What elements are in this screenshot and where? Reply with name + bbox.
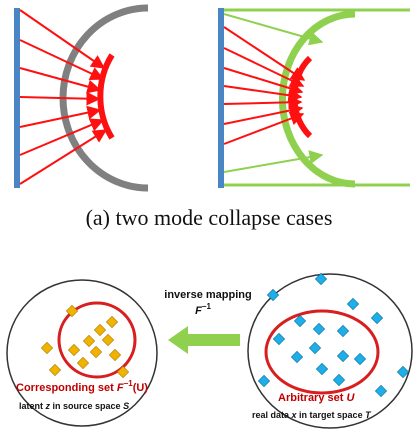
- yellow-diamond: [116, 365, 130, 379]
- source-space-label: latent z in source space S: [19, 401, 129, 411]
- cyan-diamond: [314, 272, 328, 286]
- cyan-diamond: [312, 322, 326, 336]
- yellow-diamond: [65, 304, 79, 318]
- top-right-panel: [218, 8, 410, 188]
- source-bar-right: [218, 8, 224, 188]
- target-space-boundary: [247, 273, 413, 429]
- top-left-panel: [14, 4, 149, 192]
- cyan-diamond: [396, 365, 410, 379]
- cyan-diamond: [290, 350, 304, 364]
- yellow-diamond: [93, 323, 107, 337]
- cyan-diamond: [374, 384, 388, 398]
- target-space-label: real data x in target space T: [252, 410, 372, 420]
- cyan-diamond: [272, 332, 286, 346]
- cyan-diamond: [308, 341, 322, 355]
- yellow-diamond: [89, 345, 103, 359]
- inverse-mapping-label: inverse mapping: [164, 289, 251, 301]
- cyan-diamonds: [257, 272, 410, 398]
- source-space: Corresponding set F−1(U) latent z in sou…: [6, 279, 158, 427]
- cyan-diamond: [315, 362, 329, 376]
- inverse-mapping-symbol: F−1: [195, 302, 211, 317]
- yellow-diamond: [101, 333, 115, 347]
- yellow-diamond: [108, 348, 122, 362]
- cyan-diamond: [332, 373, 346, 387]
- yellow-diamonds: [40, 304, 130, 379]
- yellow-diamond: [48, 363, 62, 377]
- cyan-diamond: [370, 311, 384, 325]
- yellow-diamond: [67, 343, 81, 357]
- source-space-boundary: [6, 279, 158, 427]
- target-space: Arbitrary set U real data x in target sp…: [247, 272, 413, 429]
- yellow-diamond: [82, 334, 96, 348]
- cyan-diamond: [336, 324, 350, 338]
- cyan-diamond: [266, 288, 280, 302]
- inverse-mapping-arrow: [168, 326, 240, 354]
- source-bar-left: [14, 8, 20, 188]
- corresponding-set-label: Corresponding set F−1(U): [16, 379, 148, 394]
- cyan-diamond: [336, 349, 350, 363]
- yellow-diamond: [40, 341, 54, 355]
- inverse-mapping: inverse mapping F−1: [164, 289, 252, 354]
- cyan-diamond: [293, 314, 307, 328]
- cyan-diamond: [257, 374, 271, 388]
- green-semicircle-right: [279, 10, 356, 188]
- corresponding-set-ellipse: [57, 301, 137, 379]
- cyan-diamond: [346, 297, 360, 311]
- figure-caption: (a) two mode collapse cases: [85, 205, 333, 230]
- green-arrows-right: [223, 13, 324, 173]
- red-arrows-right: [223, 26, 306, 145]
- yellow-diamond: [105, 315, 119, 329]
- arbitrary-set-label: Arbitrary set U: [278, 392, 355, 404]
- arbitrary-set-ellipse: [264, 309, 380, 395]
- red-arrows-left: [19, 9, 108, 185]
- cyan-diamond: [353, 352, 367, 366]
- yellow-diamond: [76, 356, 90, 370]
